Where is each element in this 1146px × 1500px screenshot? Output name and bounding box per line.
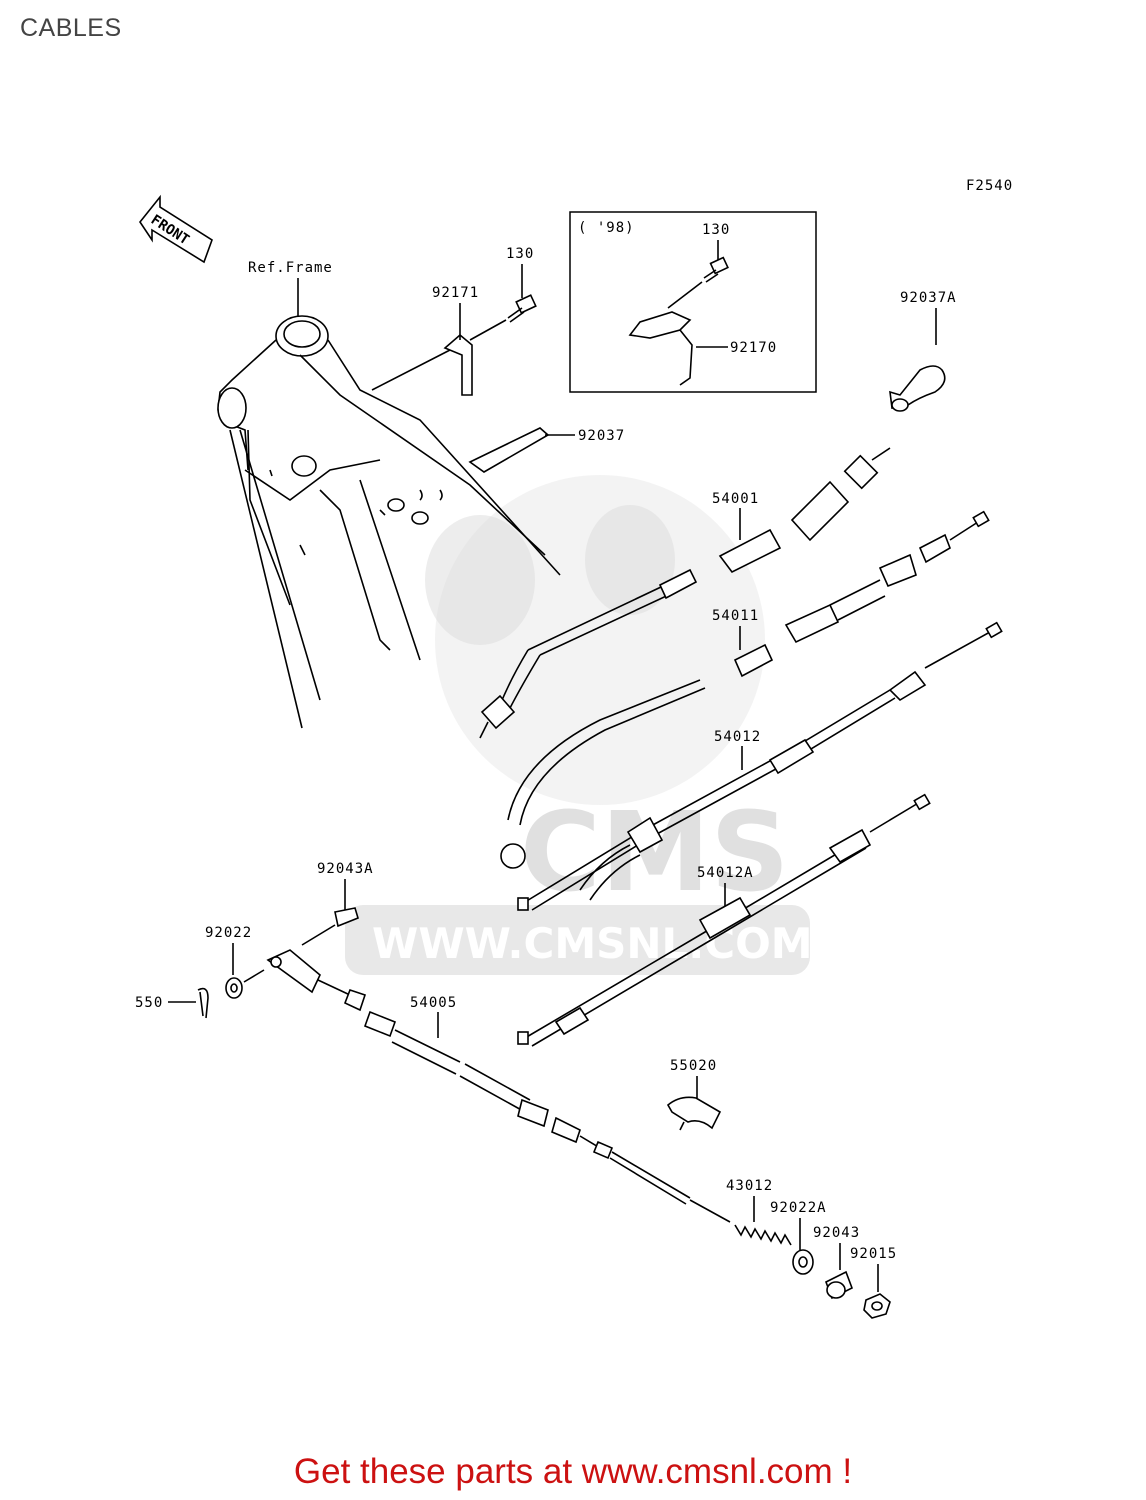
nut-92015-icon [863,1293,891,1319]
label-92037A: 92037A [900,290,957,306]
cable-54001 [479,447,891,739]
cable-54012 [517,621,1003,911]
cable-54005 [266,949,731,1223]
cotter-pin-550-icon [197,987,209,1019]
label-92043: 92043 [813,1225,860,1241]
watermark: CMS WWW.CMSNL.COM [345,475,813,975]
label-92022A: 92022A [770,1200,827,1216]
label-92015: 92015 [850,1246,897,1262]
clip-92170 [628,311,693,386]
label-130-inset: 130 [702,222,730,238]
label-54012: 54012 [714,729,761,745]
bolt-130-inset-icon [703,256,729,283]
strap-92037 [468,427,550,473]
label-550: 550 [135,995,163,1011]
label-92043A: 92043A [317,861,374,877]
bolt-130-icon [507,294,537,323]
footer-link-text: Get these parts at www.cmsnl.com ! [293,1452,853,1491]
label-92022: 92022 [205,925,252,941]
label-54012A: 54012A [697,865,754,881]
label-92171: 92171 [432,285,479,301]
frame-drawing [217,315,561,729]
inset-box-98 [569,211,817,393]
bracket-92171 [443,333,473,396]
watermark-logo: CMS [520,788,789,916]
label-55020: 55020 [670,1058,717,1074]
sleeve-55020 [666,1096,722,1130]
label-54005: 54005 [410,995,457,1011]
label-54011: 54011 [712,608,759,624]
label-54001: 54001 [712,491,759,507]
clamp-92037A [889,365,946,409]
label-92037: 92037 [578,428,625,444]
cable-54011 [500,510,990,869]
spring-43012-icon [734,1224,792,1246]
label-43012: 43012 [726,1178,773,1194]
diagram-code: F2540 [966,178,1013,194]
pin-92043A [334,907,359,928]
washer-92022A-icon [792,1249,814,1275]
washer-92022-icon [225,977,243,999]
ref-frame-label: Ref.Frame [248,260,333,276]
label-130: 130 [506,246,534,262]
page-title: CABLES [20,14,122,42]
inset-label: ( '98) [578,220,635,236]
front-arrow-icon: FRONT [139,194,213,264]
watermark-url: WWW.CMSNL.COM [372,919,813,968]
cable-54012A [517,793,931,1047]
label-92170: 92170 [730,340,777,356]
